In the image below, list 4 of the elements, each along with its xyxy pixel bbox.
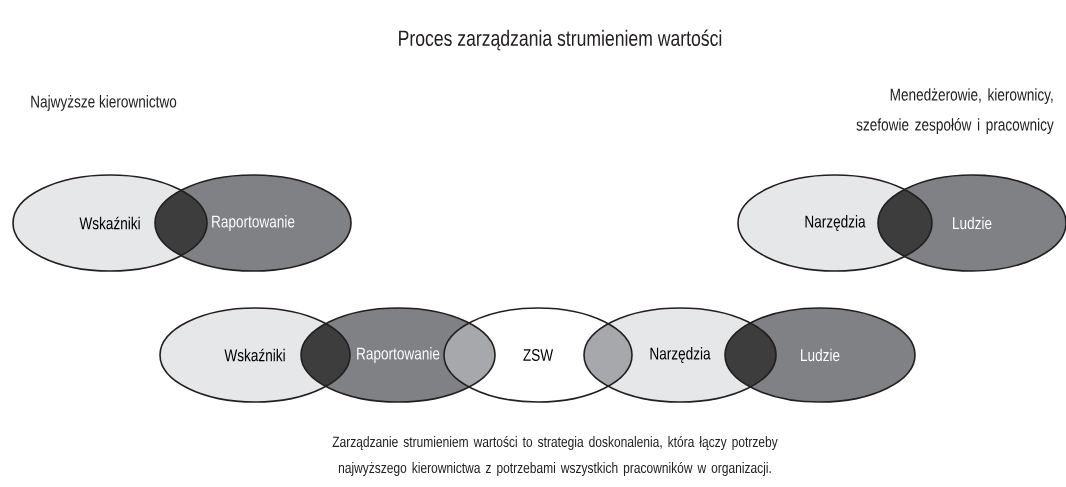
group-heading: Najwyższe kierownictwo bbox=[31, 95, 177, 111]
caption: Zarządzanie strumieniem wartości to strategia doskonalenia, która łączy potrzeby najwyższego kierownictwa z potrzebami wszystkich pracowników w organizacji. bbox=[332, 435, 778, 477]
group-heading: Menedżerowie, kierownicy, szefowie zespołów i pracownicy bbox=[856, 88, 1054, 135]
title: Proces zarządzania strumieniem wartości bbox=[399, 29, 722, 51]
